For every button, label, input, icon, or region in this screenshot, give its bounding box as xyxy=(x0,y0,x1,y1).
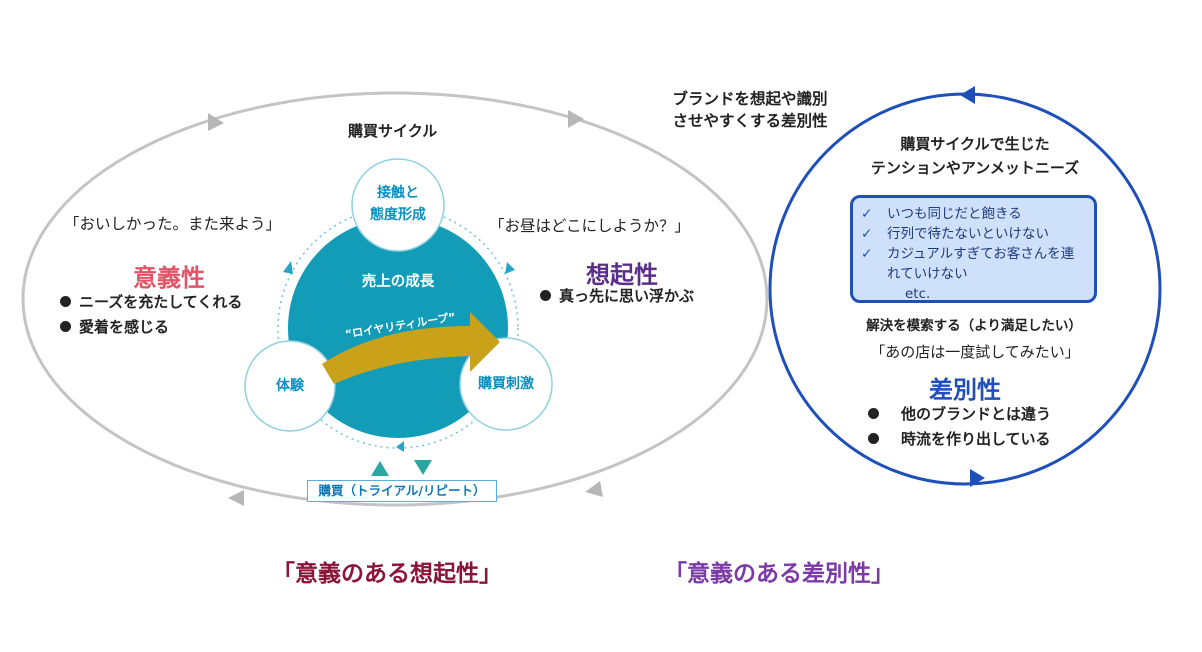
outer-cycle-ring xyxy=(21,91,769,507)
node-contact-label: 接触と 態度形成 xyxy=(352,182,444,226)
check-icon: ✓ xyxy=(861,226,873,242)
brand-text-line1: ブランドを想起や識別 xyxy=(672,90,828,108)
meaning-heading: 意義性 xyxy=(133,264,205,292)
node-contact-line2: 態度形成 xyxy=(370,207,426,223)
difference-list: 他のブランドとは違う 時流を作り出している xyxy=(868,402,1051,452)
quote-left: 「おいしかった。また来よう」 xyxy=(64,215,282,233)
bullet-icon xyxy=(60,321,71,332)
node-experience-circle xyxy=(244,340,336,432)
bullet-icon xyxy=(868,433,879,444)
check-icon: ✓ xyxy=(861,246,873,262)
ring-arrow-bottom-left xyxy=(228,490,244,506)
check-icon: ✓ xyxy=(861,206,873,222)
bottom-caption-meaningful-difference: 「意義のある差別性」 xyxy=(664,561,894,587)
resolve-text: 解決を模索する（より満足したい） xyxy=(866,318,1082,334)
node-experience-label: 体験 xyxy=(276,378,304,394)
brand-text-line2: させやすくする差別性 xyxy=(672,112,828,130)
meaning-list: ニーズを充たしてくれる 愛着を感じる xyxy=(60,290,242,340)
bullet-icon xyxy=(868,408,879,419)
difference-heading: 差別性 xyxy=(929,376,1001,404)
check-etc: etc. xyxy=(905,286,931,302)
node-stimulus-circle xyxy=(459,337,553,431)
difference-item: 他のブランドとは違う xyxy=(868,402,1051,427)
sales-growth-label: 売上の成長 xyxy=(361,274,435,290)
meaning-item: ニーズを充たしてくれる xyxy=(60,290,242,315)
purchase-up-arrow xyxy=(371,461,389,476)
check-item: ✓カジュアルすぎてお客さんを連 xyxy=(861,246,1075,262)
dotted-arrow-left xyxy=(283,261,293,274)
node-contact-circle xyxy=(351,158,445,252)
bullet-icon xyxy=(540,290,551,301)
blue-ring-arrow-bottom xyxy=(970,469,985,487)
unmet-needs-box: ✓いつも同じだと飽きる ✓行列で待たないといけない ✓カジュアルすぎてお客さんを… xyxy=(850,195,1097,303)
right-cycle-title: 購買サイクルで生じた テンションやアンメットニーズ xyxy=(855,132,1095,180)
brand-differentiation-text: ブランドを想起や識別 させやすくする差別性 xyxy=(645,88,855,132)
ring-arrow-bottom-right xyxy=(585,481,603,497)
blue-ring-arrow-top xyxy=(960,86,975,104)
recall-list: 真っ先に思い浮かぶ xyxy=(540,284,694,309)
recall-item: 真っ先に思い浮かぶ xyxy=(540,284,694,309)
ring-arrow-top-left xyxy=(208,113,224,131)
recall-heading: 想起性 xyxy=(586,261,658,289)
right-title-line2: テンションやアンメットニーズ xyxy=(870,159,1080,177)
node-stimulus-label: 購買刺激 xyxy=(478,376,534,392)
purchase-cycle-title: 購買サイクル xyxy=(348,122,438,140)
right-title-line1: 購買サイクルで生じた xyxy=(900,135,1050,153)
bottom-caption-meaningful-recall: 「意義のある想起性」 xyxy=(272,561,502,587)
node-contact-line1: 接触と xyxy=(377,185,419,201)
check-item-continued: れていけない xyxy=(887,266,968,282)
check-item: ✓行列で待たないといけない xyxy=(861,226,1049,242)
sales-growth-circle xyxy=(288,218,508,438)
difference-item: 時流を作り出している xyxy=(868,427,1051,452)
loyalty-loop-arrow xyxy=(322,312,500,384)
quote-try: 「あの店は一度試してみたい」 xyxy=(870,343,1080,361)
purchase-label: 購買（トライアル/リピート） xyxy=(307,480,497,502)
dotted-arrow-bottom xyxy=(396,441,404,452)
bullet-icon xyxy=(60,296,71,307)
dotted-arrow-right xyxy=(505,262,515,274)
ring-arrow-top-right xyxy=(568,110,584,128)
quote-right: 「お昼はどこにしようか？」 xyxy=(489,217,691,235)
check-item: ✓いつも同じだと飽きる xyxy=(861,206,1022,222)
purchase-down-arrow xyxy=(414,460,432,475)
meaning-item: 愛着を感じる xyxy=(60,315,242,340)
